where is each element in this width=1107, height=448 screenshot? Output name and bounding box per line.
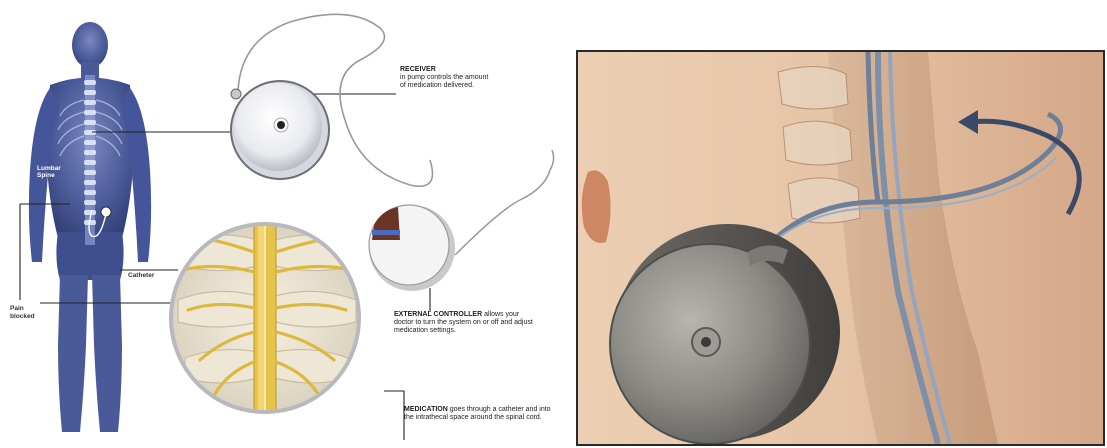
receiver-pump-disc xyxy=(231,14,433,186)
external-controller-device xyxy=(369,150,554,291)
magnified-spine-view xyxy=(169,220,361,420)
label-catheter: Catheter xyxy=(128,272,154,280)
medication-caption: MEDICATION goes through a catheter and i… xyxy=(404,406,554,422)
implanted-pump-illustration xyxy=(578,52,1103,444)
receiver-heading: RECEIVER xyxy=(400,66,436,73)
receiver-caption: RECEIVER in pump controls the amount of … xyxy=(400,66,495,90)
medication-heading: MEDICATION xyxy=(404,406,448,413)
receiver-description: in pump controls the amount of medicatio… xyxy=(400,74,488,89)
label-pain-blocked: Pain blocked xyxy=(10,305,50,321)
controller-caption: EXTERNAL CONTROLLER allows your doctor t… xyxy=(394,311,534,335)
implanted-pump-closeup xyxy=(576,50,1105,446)
human-figure xyxy=(29,22,151,432)
label-lumbar-spine: Lumbar Spine xyxy=(37,165,77,179)
controller-heading: EXTERNAL CONTROLLER xyxy=(394,311,482,318)
